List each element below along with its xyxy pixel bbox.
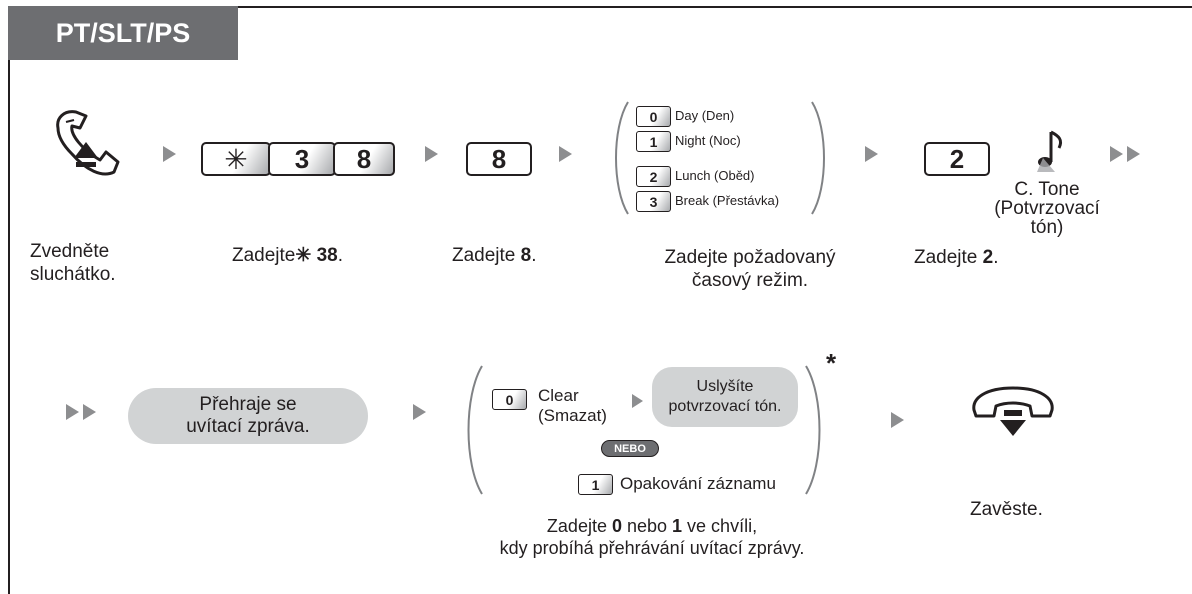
- clear-key-0: 0: [492, 389, 527, 410]
- mode-key-2: 2: [636, 166, 671, 187]
- key-3-label: 3: [294, 143, 310, 174]
- mode-label-break: Break (Přestávka): [675, 193, 780, 208]
- caption-period: .: [531, 245, 537, 266]
- caption-period: .: [993, 247, 999, 268]
- key-8: 8: [466, 142, 532, 176]
- mode-key-label: 0: [649, 108, 658, 125]
- mode-key-3: 3: [636, 191, 671, 212]
- arrow-icon: [865, 146, 878, 162]
- caption-number: 38: [311, 245, 338, 266]
- frame-left-border: [8, 6, 10, 594]
- arrow-icon: [413, 404, 426, 420]
- mode-label-night: Night (Noc): [675, 133, 741, 148]
- lift-handset-text: Zvedněte sluchátko.: [30, 241, 116, 285]
- mode-caption: Zadejte požadovaný časový režim.: [664, 247, 836, 291]
- confirm-tone-bubble: Uslyšíte potvrzovací tón.: [652, 367, 798, 427]
- frame-top-border: [8, 6, 1192, 8]
- key-2: 2: [924, 142, 990, 176]
- off-hook-handset-icon: [56, 110, 120, 176]
- caption-period: .: [337, 245, 343, 266]
- dial-8-caption: Zadejte 8.: [452, 244, 537, 267]
- caption-text: Zadejte: [914, 247, 983, 268]
- clear-key-label: 0: [505, 391, 514, 408]
- caption-text: ve chvíli,: [682, 516, 758, 536]
- tone-caption: C. Tone (Potvrzovací tón): [994, 179, 1100, 238]
- caption-text: Zadejte: [452, 245, 521, 266]
- on-hook-handset-icon: [972, 386, 1054, 436]
- repeat-key-1: 1: [578, 474, 613, 495]
- repeat-label: Opakování záznamu: [620, 474, 776, 493]
- arrow-icon: [632, 394, 643, 408]
- arrow-icon: [559, 146, 572, 162]
- asterisk-note: *: [826, 348, 837, 378]
- mode-key-label: 3: [649, 193, 658, 210]
- choices-caption-line2: kdy probíhá přehrávání uvítací zprávy.: [499, 538, 805, 558]
- hang-up-caption: Zavěste.: [970, 499, 1043, 520]
- key-8-label: 8: [491, 143, 507, 174]
- key-8-feature-label: 8: [356, 143, 372, 174]
- left-paren-icon: [467, 365, 483, 495]
- caption-text: Zadejte: [232, 245, 296, 266]
- caption-text: nebo: [621, 516, 673, 536]
- key-8-feature: 8: [333, 142, 395, 176]
- mode-key-1: 1: [636, 131, 671, 152]
- greeting-bubble: Přehraje se uvítací zpráva.: [128, 388, 368, 444]
- arrow-icon: [163, 146, 176, 162]
- mode-key-0: 0: [636, 106, 671, 127]
- mode-label-lunch: Lunch (Oběd): [675, 168, 755, 183]
- music-note-icon: [1037, 130, 1063, 172]
- caption-text: Zadejte: [546, 516, 612, 536]
- dial-feature-caption: Zadejte✳ 38.: [232, 244, 343, 267]
- caption-number: 2: [982, 247, 994, 268]
- mode-key-label: 1: [649, 133, 658, 150]
- right-paren-icon: [805, 365, 821, 495]
- key-star: ✳: [201, 142, 271, 176]
- or-badge: NEBO: [601, 440, 659, 457]
- clear-label: Clear (Smazat): [538, 386, 607, 425]
- arrow-icon: [425, 146, 438, 162]
- arrow-icon: [83, 404, 96, 420]
- repeat-key-label: 1: [591, 476, 600, 493]
- key-star-label: ✳: [224, 143, 248, 175]
- key-3: 3: [268, 142, 336, 176]
- phone-type-tab: PT/SLT/PS: [8, 6, 238, 60]
- choices-caption: Zadejte 0 nebo 1 ve chvíli, kdy probíhá …: [452, 515, 852, 559]
- mode-key-label: 2: [649, 168, 658, 185]
- dial-2-caption: Zadejte 2.: [914, 246, 999, 269]
- lift-handset-caption: Zvedněte sluchátko.: [30, 240, 116, 286]
- arrow-icon: [66, 404, 79, 420]
- right-paren-icon: [811, 101, 825, 215]
- star-glyph: ✳: [295, 245, 312, 266]
- key-2-label: 2: [949, 143, 965, 174]
- choices-caption-line1: Zadejte 0 nebo 1 ve chvíli,: [452, 515, 852, 537]
- arrow-icon: [891, 412, 904, 428]
- caption-number: 1: [672, 516, 683, 536]
- arrow-icon: [1127, 146, 1140, 162]
- mode-label-day: Day (Den): [675, 108, 735, 123]
- left-paren-icon: [615, 101, 629, 215]
- caption-number: 0: [611, 516, 622, 536]
- caption-number: 8: [520, 245, 532, 266]
- arrow-icon: [1110, 146, 1123, 162]
